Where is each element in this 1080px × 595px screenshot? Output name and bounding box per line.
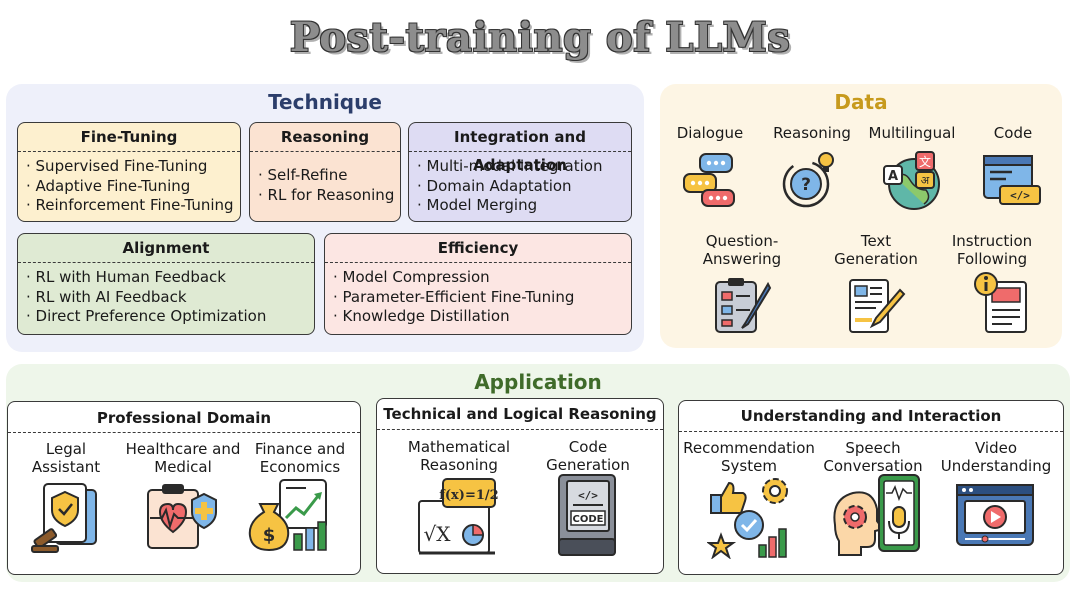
svg-text:</>: </> <box>1010 189 1030 202</box>
efficiency-heading: Efficiency <box>325 234 631 263</box>
list-item: · Supervised Fine-Tuning <box>26 157 208 175</box>
list-item: · Parameter-Efficient Fine-Tuning <box>333 287 575 306</box>
multilingual-icon: A 文 अ <box>883 151 940 210</box>
reasoning-icon: ? <box>782 152 834 208</box>
code-icon: </> <box>983 155 1041 205</box>
question-answering-icon <box>715 278 772 333</box>
technical-reasoning-heading: Technical and Logical Reasoning <box>377 399 663 430</box>
legal-icon <box>31 483 97 553</box>
speech-icon <box>833 474 920 556</box>
app-item-recommendation: Recommendation System <box>683 439 815 475</box>
data-item-label: Reasoning <box>773 124 851 142</box>
list-item: · Adaptive Fine-Tuning <box>26 176 191 195</box>
list-item: · RL with Human Feedback <box>26 268 226 286</box>
app-item-label: Mathematical Reasoning <box>407 438 511 474</box>
professional-domain-heading: Professional Domain <box>8 402 360 433</box>
data-panel: Data Dialogue Reasoning Multilingual Cod… <box>660 84 1062 348</box>
fine-tuning-box: Fine-Tuning · Supervised Fine-Tuning · A… <box>17 122 241 222</box>
app-item-legal: Legal Assistant <box>14 440 118 476</box>
data-item-label: Question- Answering <box>702 232 782 268</box>
svg-text:CODE: CODE <box>573 514 604 525</box>
application-panel: Application Professional Domain Legal As… <box>6 364 1070 582</box>
technique-title: Technique <box>268 90 382 114</box>
list-item: · Direct Preference Optimization <box>26 307 267 325</box>
app-item-label: Code Generation <box>546 438 630 474</box>
video-icon <box>956 484 1034 546</box>
list-item: · Knowledge Distillation <box>333 307 510 325</box>
application-title: Application <box>474 370 602 394</box>
list-item: · Multi-modal integration <box>417 157 603 175</box>
recommendation-icon <box>707 478 788 559</box>
data-item-text-generation: Text Generation <box>824 232 928 268</box>
app-item-label: Legal Assistant <box>31 440 101 476</box>
list-item: · RL with AI Feedback <box>26 287 187 306</box>
data-item-label: Instruction Following <box>951 232 1033 268</box>
app-item-code-generation: Code Generation <box>533 438 643 474</box>
page-title: Post-training of LLMs <box>289 14 791 61</box>
data-title: Data <box>834 90 888 114</box>
efficiency-box: Efficiency · Model Compression · Paramet… <box>324 233 632 335</box>
svg-text:</>: </> <box>578 489 598 502</box>
reasoning-box: Reasoning · Self-Refine · RL for Reasoni… <box>249 122 401 222</box>
integration-box: Integration and Adaptation · Multi-modal… <box>408 122 632 222</box>
fine-tuning-heading: Fine-Tuning <box>18 123 240 152</box>
svg-text:√X: √X <box>424 522 452 546</box>
list-item: · Domain Adaptation <box>417 176 572 195</box>
app-item-speech: Speech Conversation <box>813 439 933 475</box>
app-item-math: Mathematical Reasoning <box>389 438 529 474</box>
understanding-interaction-box: Understanding and Interaction Recommenda… <box>678 400 1064 575</box>
professional-domain-box: Professional Domain Legal Assistant Heal… <box>7 401 361 575</box>
understanding-interaction-heading: Understanding and Interaction <box>679 401 1063 432</box>
data-item-label: Multilingual <box>868 124 956 142</box>
svg-text:$: $ <box>263 525 276 546</box>
math-icon: f(x)=1/2 √X <box>418 478 499 555</box>
data-item-instruction-following: Instruction Following <box>940 232 1044 268</box>
finance-icon: $ <box>248 479 327 552</box>
app-item-label: Speech Conversation <box>823 439 923 475</box>
alignment-box: Alignment · RL with Human Feedback · RL … <box>17 233 315 335</box>
list-item: · Reinforcement Fine-Tuning <box>26 196 234 214</box>
list-item: · Self-Refine <box>258 166 348 184</box>
list-item: · RL for Reasoning <box>258 185 395 204</box>
technical-reasoning-box: Technical and Logical Reasoning Mathemat… <box>376 398 664 574</box>
instruction-following-icon <box>974 272 1027 333</box>
reasoning-heading: Reasoning <box>250 123 400 152</box>
svg-text:?: ? <box>801 175 811 195</box>
svg-text:f(x)=1/2: f(x)=1/2 <box>439 488 498 503</box>
data-item-label: Text Generation <box>834 232 918 268</box>
data-item-reasoning: Reasoning <box>766 124 858 142</box>
list-item: · Model Compression <box>333 268 490 286</box>
app-item-label: Video Understanding <box>940 439 1052 475</box>
technique-panel: Technique Fine-Tuning · Supervised Fine-… <box>6 84 644 352</box>
alignment-heading: Alignment <box>18 234 314 263</box>
text-generation-icon <box>849 279 906 333</box>
data-item-question-answering: Question- Answering <box>690 232 794 268</box>
list-item: · Model Merging <box>417 196 538 214</box>
data-item-label: Code <box>993 124 1033 142</box>
healthcare-icon <box>147 484 217 549</box>
app-item-finance: Finance and Economics <box>246 440 354 476</box>
data-item-dialogue: Dialogue <box>664 124 756 142</box>
svg-text:A: A <box>888 169 898 184</box>
data-item-code: Code <box>968 124 1058 142</box>
data-item-multilingual: Multilingual <box>864 124 960 142</box>
app-item-label: Finance and Economics <box>254 440 346 476</box>
dialogue-icon <box>683 153 735 207</box>
svg-text:文: 文 <box>919 154 931 169</box>
app-item-healthcare: Healthcare and Medical <box>118 440 248 476</box>
app-item-label: Recommendation System <box>683 439 815 475</box>
app-item-video: Video Understanding <box>933 439 1059 475</box>
code-book-icon: </> CODE <box>558 474 616 556</box>
integration-heading: Integration and Adaptation <box>409 123 631 174</box>
data-item-label: Dialogue <box>676 124 744 142</box>
svg-text:अ: अ <box>921 174 930 187</box>
app-item-label: Healthcare and Medical <box>125 440 241 476</box>
